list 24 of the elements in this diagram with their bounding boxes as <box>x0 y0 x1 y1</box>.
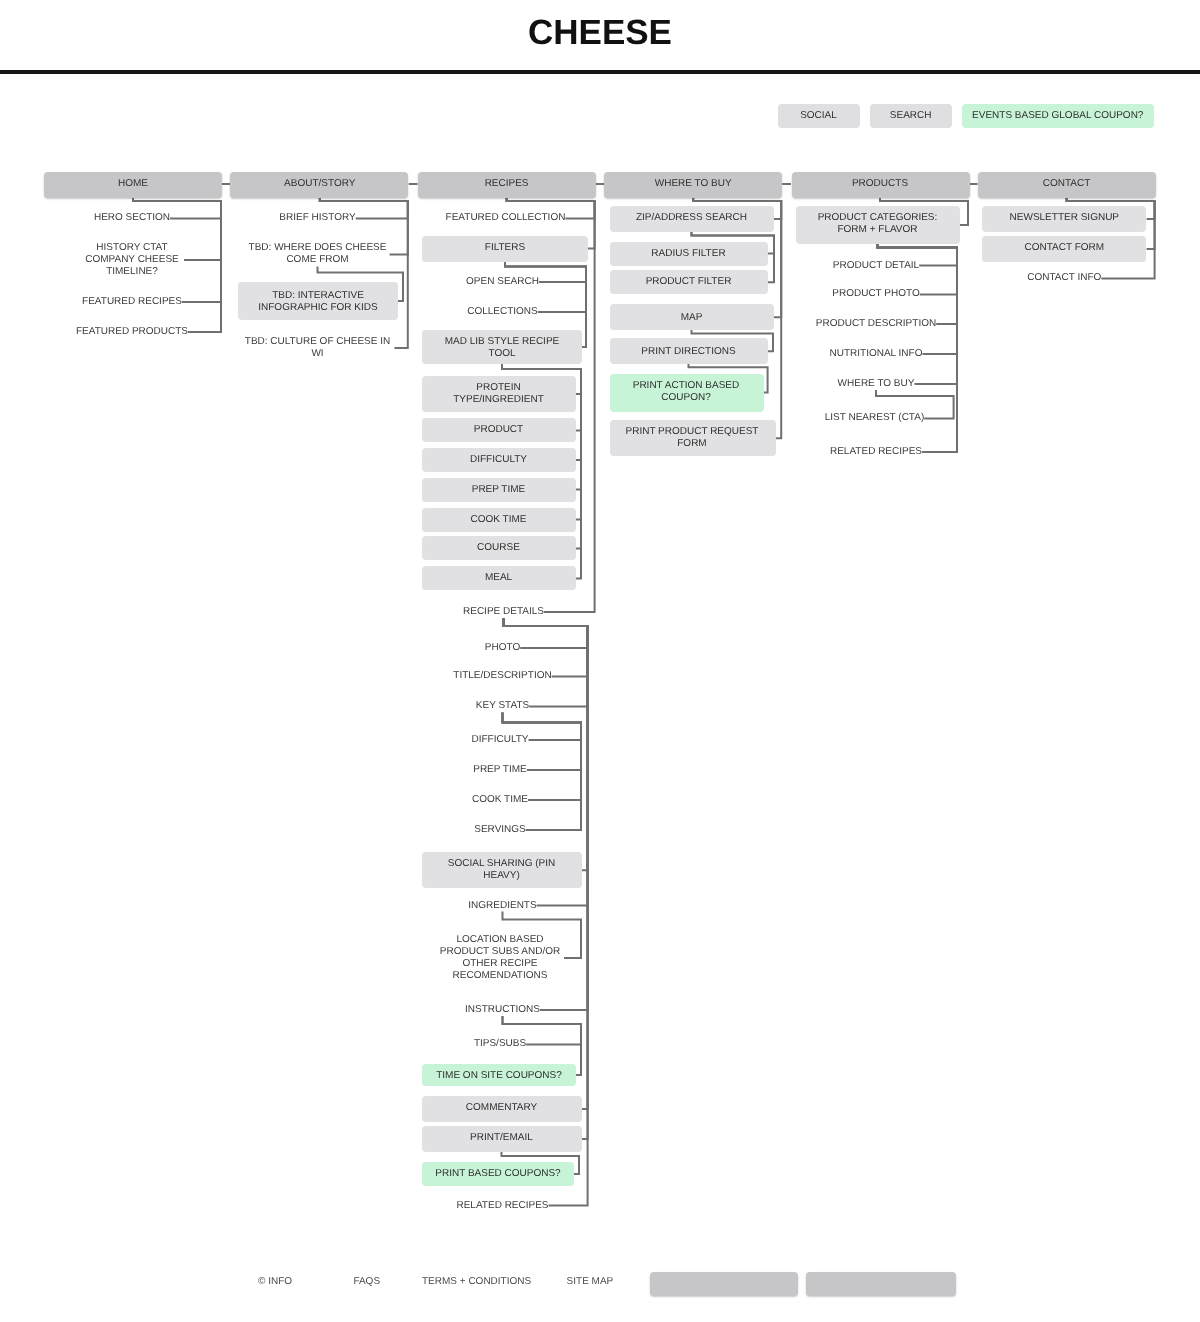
connector-line <box>501 1015 582 1077</box>
footer-link-box <box>650 1272 798 1296</box>
connector-line <box>687 362 769 394</box>
connector-line <box>879 196 969 226</box>
connector-line <box>504 260 587 348</box>
connector-line <box>318 196 409 349</box>
footer-link-box <box>806 1272 957 1296</box>
connector-line <box>407 183 419 185</box>
connector-line <box>594 183 606 185</box>
connector-line <box>968 183 979 185</box>
connector-line <box>316 265 404 302</box>
connector-line <box>875 389 955 420</box>
connector-line <box>500 1150 580 1175</box>
page-title: CHEESE <box>528 12 672 54</box>
connector-line <box>132 196 222 333</box>
connector-line <box>690 328 774 353</box>
connector-line <box>690 230 775 284</box>
connector-line <box>692 196 783 440</box>
connector-line <box>876 242 958 453</box>
connector-line <box>1065 196 1156 280</box>
connector-line <box>505 196 596 613</box>
connector-line <box>501 711 582 831</box>
connector-line <box>781 183 792 185</box>
connector-line <box>501 910 582 959</box>
